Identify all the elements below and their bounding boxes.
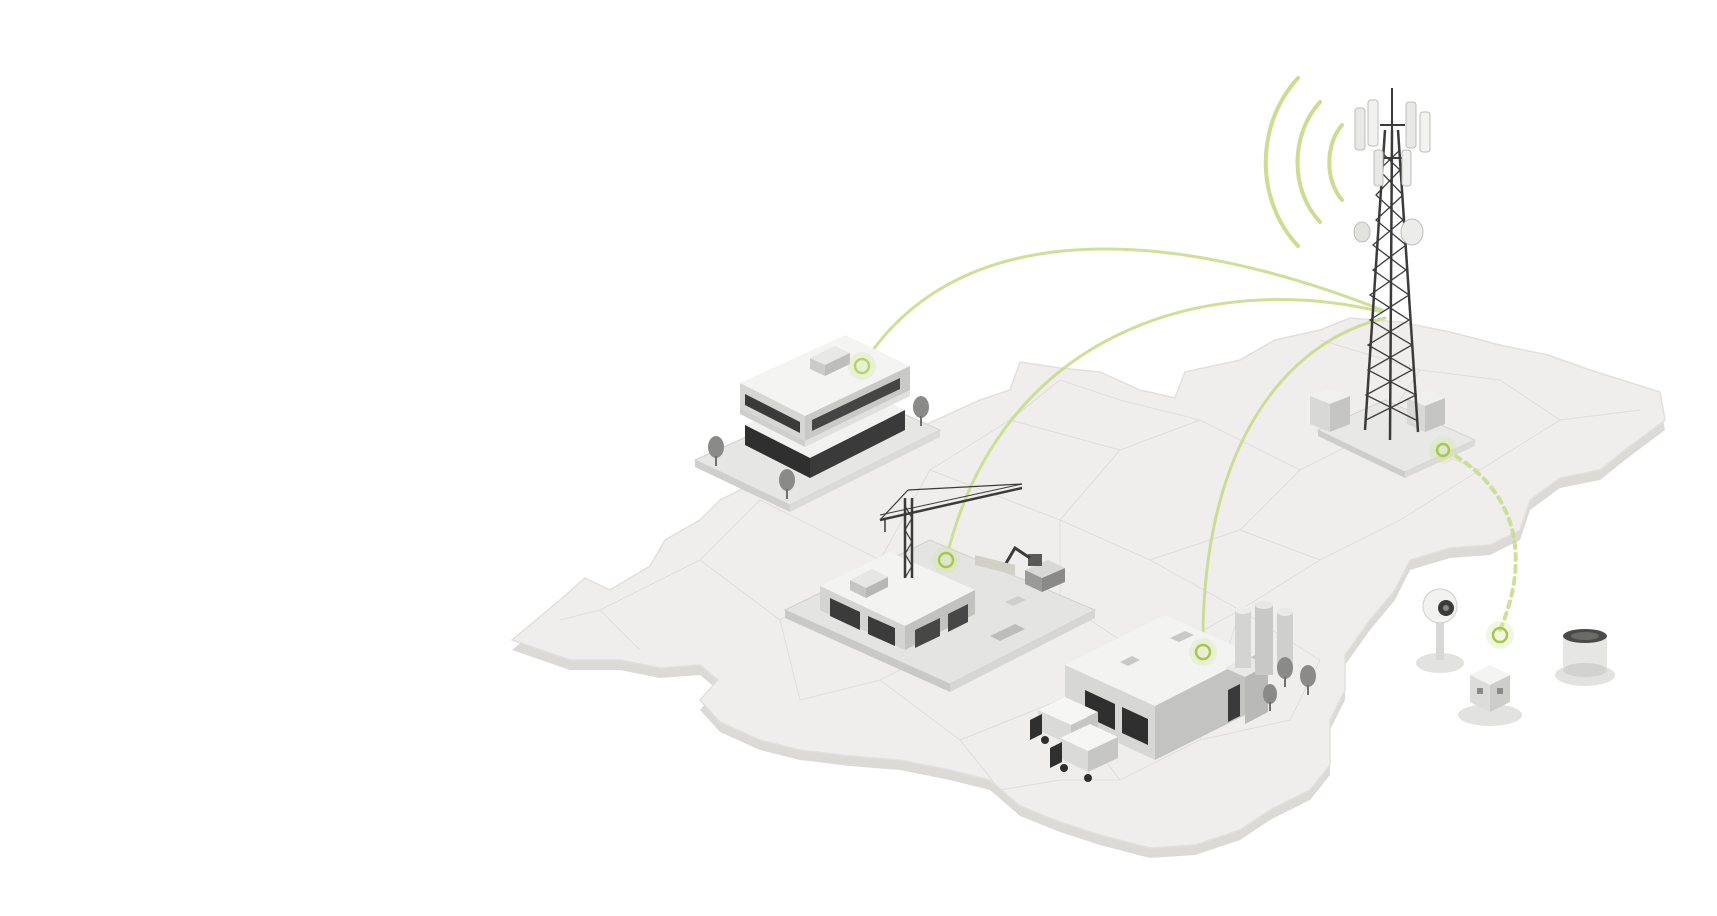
office-node: [853, 357, 871, 375]
industrial-fan-icon: [1555, 629, 1615, 686]
factory-node: [1194, 643, 1212, 661]
antenna-panels: [1354, 99, 1431, 187]
excavator-icon: [1003, 545, 1065, 592]
devices-node: [1491, 626, 1509, 644]
cell-tower-icon: [1310, 88, 1477, 478]
iot-sensor-icon: [1458, 665, 1522, 726]
silo-icon: [1235, 601, 1293, 675]
tower-node: [1435, 442, 1451, 458]
arc-factory: [1201, 316, 1387, 654]
truck-icon: [1050, 724, 1118, 782]
arc-construction: [944, 298, 1384, 562]
iot-devices: [1416, 588, 1615, 726]
microwave-dish-icon: [1353, 218, 1424, 246]
construction-node: [937, 551, 955, 569]
factory-icon: [1030, 601, 1316, 782]
crane-icon: [879, 483, 1023, 579]
office-building-icon: [693, 335, 942, 512]
construction-site-icon: [783, 483, 1097, 692]
tree-icon: [1263, 657, 1316, 711]
radio-waves-icon: [1263, 76, 1344, 248]
arc-office: [860, 247, 1384, 368]
tree-icon: [708, 396, 929, 499]
arc-devices: [1443, 448, 1518, 632]
security-camera-icon: [1416, 588, 1464, 673]
connection-arcs: [860, 247, 1518, 654]
